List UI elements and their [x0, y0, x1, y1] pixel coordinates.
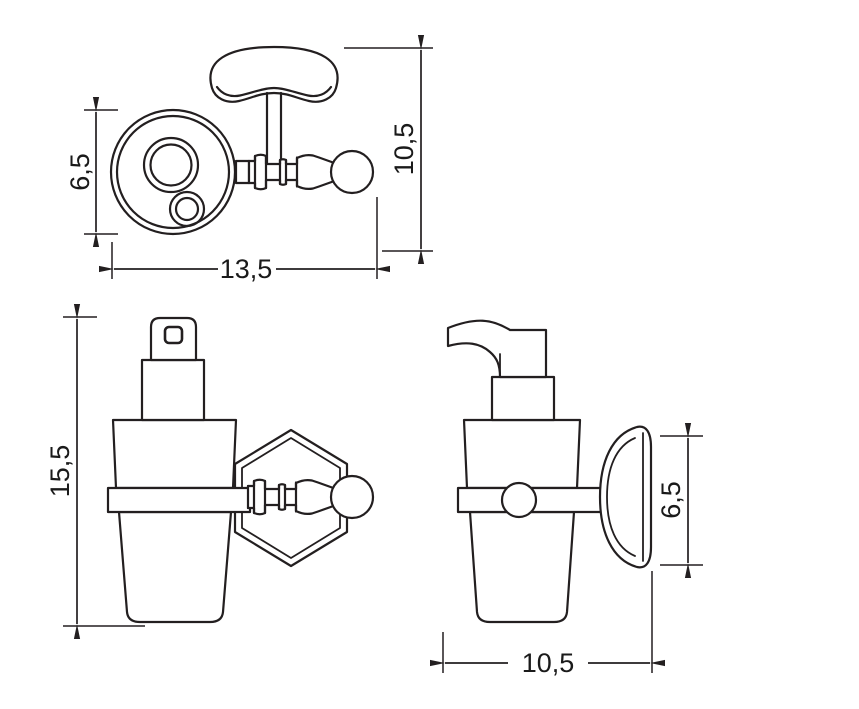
dimension-label-side-width: 10,5 — [522, 648, 575, 678]
holder-band-front — [106, 486, 252, 514]
bottle-lower-front — [117, 510, 233, 624]
wall-flange-plan — [209, 45, 339, 103]
front-view — [106, 316, 375, 624]
extension-line — [84, 109, 118, 235]
pump-head-plan — [142, 136, 200, 194]
pump-head-inner-plan — [149, 143, 193, 187]
arm-baluster-front — [246, 478, 334, 516]
arm-ball-front — [329, 474, 375, 520]
dimension-plan-depth: 10,5 — [344, 35, 433, 264]
dimension-label-plan-depth: 10,5 — [389, 123, 419, 176]
bottle-upper-front — [111, 418, 238, 490]
spout-outline — [446, 319, 548, 379]
extension-line — [660, 435, 703, 566]
dimension-label-plan-height: 6,5 — [65, 153, 95, 191]
pump-collar-side — [490, 375, 556, 422]
bottle-upper-side — [462, 418, 582, 490]
dimension-plan-width: 13,5 — [99, 197, 390, 284]
dimension-label-plan-width: 13,5 — [220, 254, 273, 284]
arm-ball-plan — [329, 149, 375, 195]
extension-line — [111, 197, 378, 279]
wall-bracket-inner-curve — [606, 437, 636, 557]
arm-ball-side — [500, 481, 538, 519]
pump-spout-side — [446, 319, 548, 379]
arm-baluster-plan — [247, 153, 335, 191]
wall-bracket-side — [598, 425, 653, 569]
dispenser-rim-plan — [115, 114, 231, 230]
lever-ring-plan — [168, 190, 206, 228]
mount-stem-plan — [265, 91, 283, 166]
extension-line — [442, 571, 653, 673]
dimension-label-side-height: 6,5 — [656, 481, 686, 519]
dimension-front-height: 15,5 — [45, 304, 145, 639]
side-view — [446, 319, 653, 624]
lever-ring-inner-plan — [174, 196, 200, 222]
dimension-plan-height: 6,5 — [65, 97, 118, 247]
bottle-lower-side — [468, 510, 576, 624]
wall-flange-inner-edge — [215, 85, 333, 98]
dispenser-outline-plan — [109, 108, 237, 236]
dimension-side-height: 6,5 — [656, 423, 703, 578]
dimension-label-front-height: 15,5 — [45, 445, 75, 498]
nozzle-opening — [163, 325, 184, 345]
dimensions: 6,5 13,5 10,5 15,5 6,5 10,5 — [45, 35, 703, 678]
pump-nozzle-front — [149, 316, 198, 362]
pump-collar-front — [140, 358, 206, 422]
dimension-side-width: 10,5 — [430, 571, 665, 678]
arm-bracket-plan — [234, 159, 251, 185]
plan-view — [109, 45, 375, 236]
wall-plate-inner-outline — [241, 437, 341, 559]
